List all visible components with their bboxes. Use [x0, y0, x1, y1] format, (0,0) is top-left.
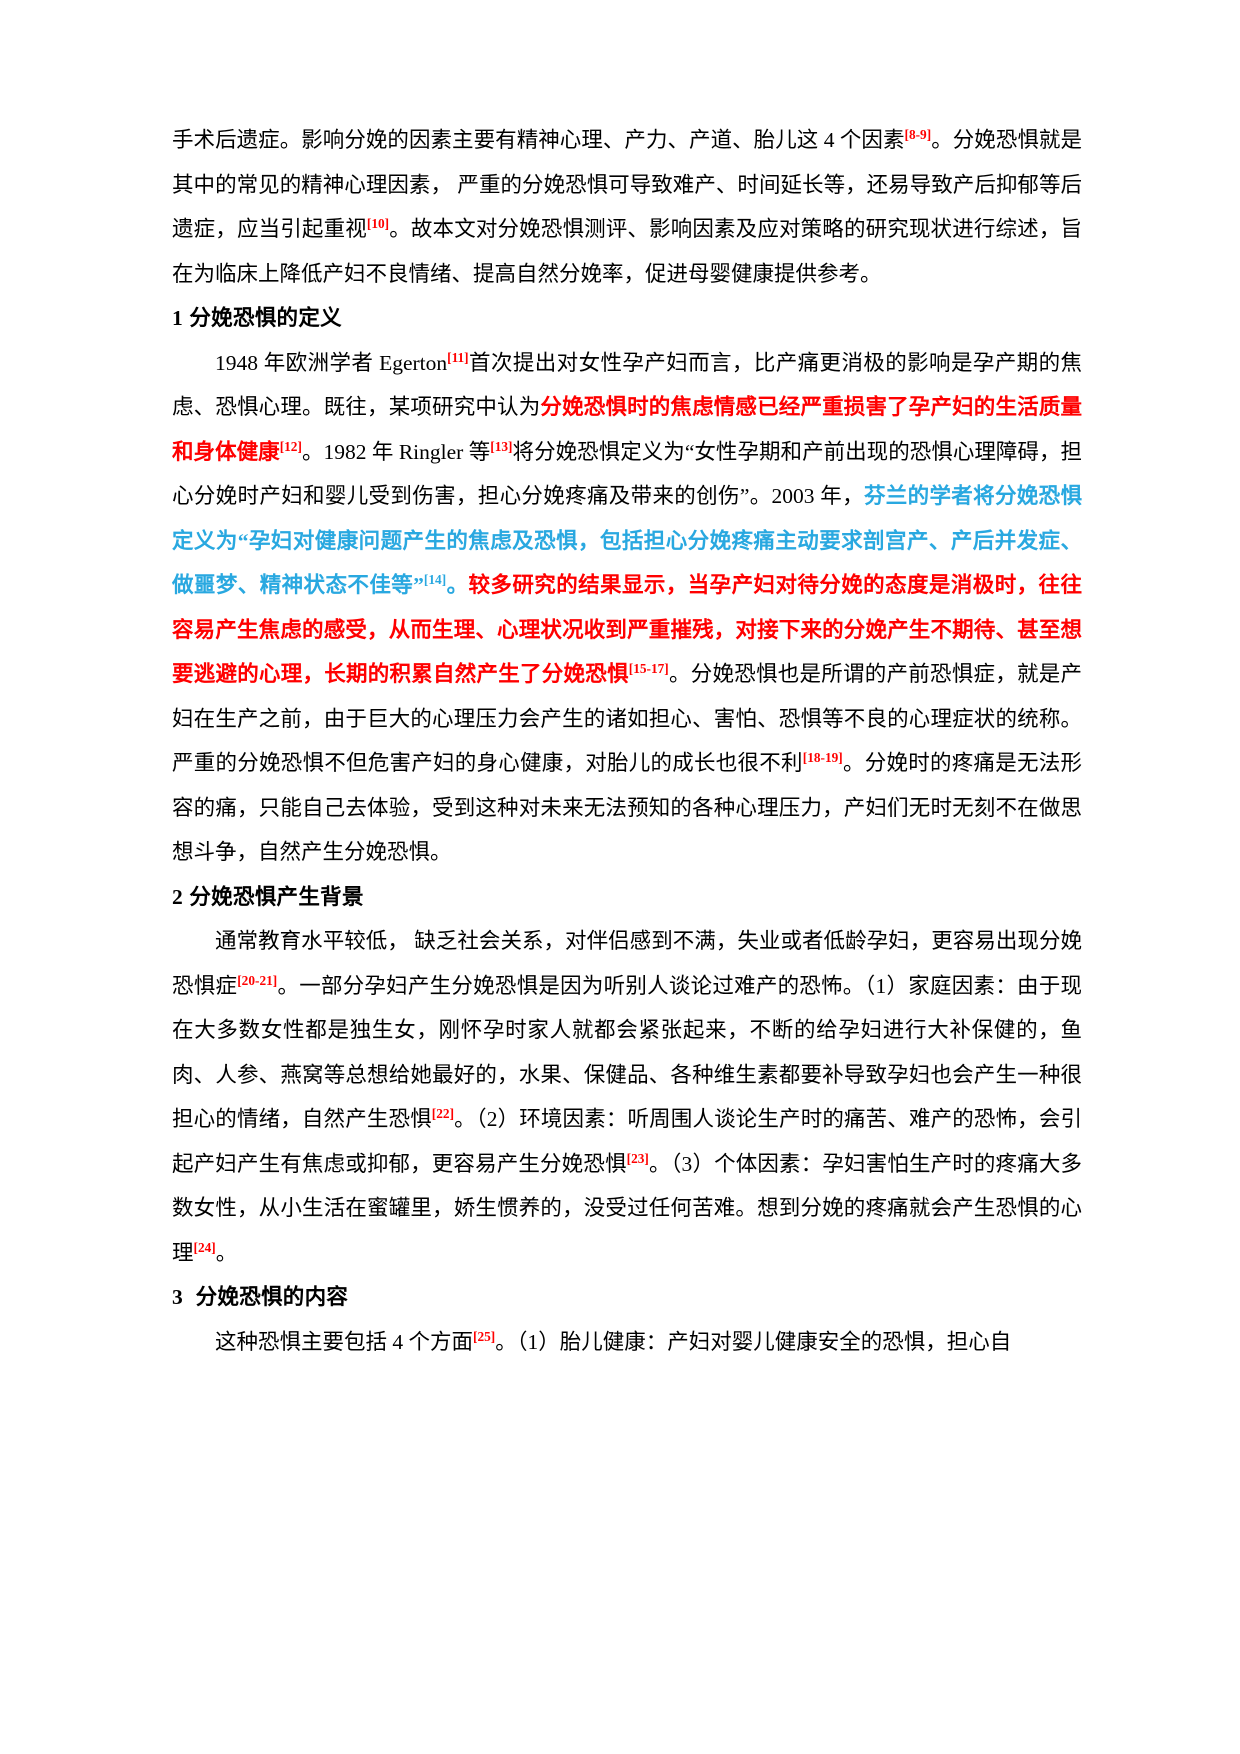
paragraph-2-red-highlight-1: 分娩恐惧时的焦虑情感已经严重损害了孕产妇的生活质量和身体健康	[172, 395, 1082, 464]
document-body: 手术后遗症。影响分娩的因素主要有精神心理、产力、产道、胎儿这 4 个因素[8-9…	[172, 118, 1082, 1364]
citation-ref-25: [25]	[473, 1328, 496, 1344]
section-heading-3-title: 分娩恐惧的内容	[195, 1285, 349, 1309]
citation-ref-20-21: [20-21]	[237, 972, 278, 988]
paragraph-2-segment-4: 将分娩恐惧定义为“女性孕期和产前出现的恐惧心理障碍，担心分娩时产妇和婴儿受到伤害…	[172, 439, 1082, 509]
citation-ref-8-9: [8-9]	[904, 126, 932, 142]
section-heading-1-number: 1	[172, 306, 184, 330]
section-heading-1-title: 分娩恐惧的定义	[189, 306, 342, 330]
citation-ref-14: [14]	[423, 571, 447, 587]
section-heading-3: 3 分娩恐惧的内容	[172, 1275, 1082, 1320]
paragraph-2-segment-3: 。1982 年 Ringler 等	[301, 439, 491, 464]
paragraph-2: 1948 年欧洲学者 Egerton[11]首次提出对女性孕产妇而言，比产痛更消…	[172, 341, 1082, 875]
paragraph-1-segment-3: 。故本文对分娩恐惧测评、影响因素及应对策略的研究现状进行综述，旨在为临床上降低产…	[172, 217, 1082, 286]
paragraph-1-segment-2: 。分娩恐惧就是其中的常见的精神心理因素， 严重的分娩恐惧可导致难产、时间延长等，…	[172, 128, 1082, 241]
paragraph-3-segment-3: 。（2）环境因素：听周围人谈论生产时的痛苦、难产的恐怖，会引起产妇产生有焦虑或抑…	[172, 1107, 1082, 1176]
paragraph-3-segment-1: 通常教育水平较低， 缺乏社会关系，对伴侣感到不满，失业或者低龄孕妇，更容易出现分…	[172, 929, 1082, 998]
citation-ref-18-19: [18-19]	[802, 749, 843, 765]
section-heading-2: 2 分娩恐惧产生背景	[172, 875, 1082, 920]
paragraph-2-segment-1: 1948 年欧洲学者 Egerton	[215, 350, 448, 375]
section-heading-2-number: 2	[172, 884, 184, 909]
section-heading-1: 1 分娩恐惧的定义	[172, 296, 1082, 341]
paragraph-2-blue-highlight-1: 芬兰的学者将分娩恐惧定义为“孕妇对健康问题产生的焦虑及恐惧，包括担心分娩疼痛主动…	[172, 484, 1082, 597]
paragraph-2-segment-7: 。分娩时的疼痛是无法形容的痛，只能自己去体验，受到这种对未来无法预知的各种心理压…	[172, 751, 1082, 864]
paragraph-2-segment-2: 首次提出对女性孕产妇而言，比产痛更消极的影响是孕产期的焦虑、恐惧心理。既往，某项…	[172, 350, 1082, 420]
citation-ref-11: [11]	[447, 349, 469, 365]
paragraph-3: 通常教育水平较低， 缺乏社会关系，对伴侣感到不满，失业或者低龄孕妇，更容易出现分…	[172, 919, 1082, 1275]
citation-ref-13: [13]	[490, 438, 513, 454]
paragraph-3-segment-2: 。一部分孕妇产生分娩恐惧是因为听别人谈论过难产的恐怖。（1）家庭因素：由于现在大…	[172, 973, 1082, 1132]
section-heading-2-title: 分娩恐惧产生背景	[189, 884, 364, 909]
citation-ref-24: [24]	[193, 1239, 216, 1255]
paragraph-3-segment-4: 。（3）个体因素：孕妇害怕生产时的疼痛大多数女性，从小生活在蜜罐里，娇生惯养的，…	[172, 1151, 1082, 1265]
citation-ref-23: [23]	[626, 1150, 649, 1166]
paragraph-2-red-highlight-2: 较多研究的结果显示，当孕产妇对待分娩的态度是消极时，往往容易产生焦虑的感受，从而…	[172, 573, 1082, 686]
citation-ref-12: [12]	[279, 438, 302, 454]
citation-ref-15-17: [15-17]	[628, 660, 669, 676]
citation-ref-10: [10]	[366, 215, 390, 231]
paragraph-1: 手术后遗症。影响分娩的因素主要有精神心理、产力、产道、胎儿这 4 个因素[8-9…	[172, 118, 1082, 296]
section-heading-3-number: 3	[172, 1285, 184, 1309]
paragraph-4: 这种恐惧主要包括 4 个方面[25]。（1）胎儿健康：产妇对婴儿健康安全的恐惧，…	[172, 1320, 1082, 1365]
paragraph-4-segment-2: 。（1）胎儿健康：产妇对婴儿健康安全的恐惧，担心自	[495, 1329, 1012, 1354]
paragraph-3-segment-5: 。	[215, 1240, 238, 1265]
paragraph-2-segment-5: 。	[446, 573, 469, 597]
citation-ref-22: [22]	[431, 1105, 455, 1121]
paragraph-4-segment-1: 这种恐惧主要包括 4 个方面	[215, 1329, 474, 1354]
paragraph-2-segment-6: 。分娩恐惧也是所谓的产前恐惧症，就是产妇在生产之前，由于巨大的心理压力会产生的诸…	[172, 662, 1082, 775]
paragraph-1-segment-1: 手术后遗症。影响分娩的因素主要有精神心理、产力、产道、胎儿这 4 个因素	[172, 128, 905, 152]
